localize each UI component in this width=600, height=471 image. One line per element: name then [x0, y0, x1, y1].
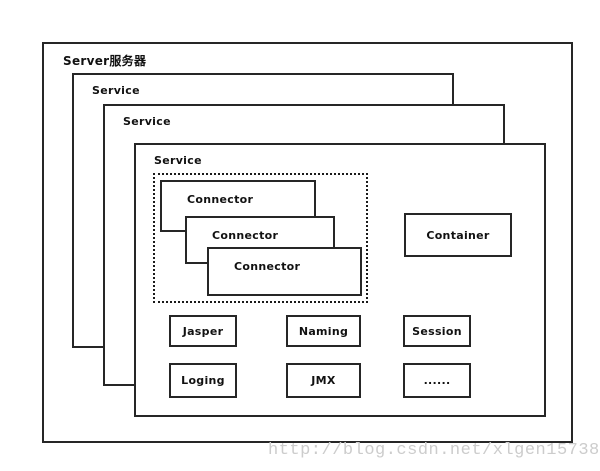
connector-label-2: Connector	[212, 229, 279, 242]
server-label: Server服务器	[63, 54, 147, 68]
service-label-2: Service	[123, 115, 171, 128]
component-box-jasper: Jasper	[169, 315, 237, 347]
connector-label-3: Connector	[234, 260, 301, 273]
connector-box-3: Connector	[207, 247, 362, 296]
container-box: Container	[404, 213, 512, 257]
session-label: Session	[412, 324, 462, 338]
connector-label-1: Connector	[187, 193, 254, 206]
csdn-watermark: http://blog.csdn.net/xlgen157387	[268, 441, 600, 460]
component-box-session: Session	[403, 315, 471, 347]
service-label-3: Service	[154, 154, 202, 167]
loging-label: Loging	[181, 374, 225, 387]
service-label-1: Service	[92, 84, 140, 97]
container-label: Container	[426, 228, 490, 242]
connector-group-outline	[153, 173, 368, 303]
component-box-naming: Naming	[286, 315, 361, 347]
naming-label: Naming	[298, 324, 349, 338]
component-box-jmx: JMX	[286, 363, 361, 398]
jmx-label: JMX	[311, 374, 336, 387]
component-box-loging: Loging	[169, 363, 237, 398]
jasper-label: Jasper	[182, 324, 224, 338]
component-box-ellipsis: ......	[403, 363, 471, 398]
ellipsis-label: ......	[423, 374, 451, 387]
